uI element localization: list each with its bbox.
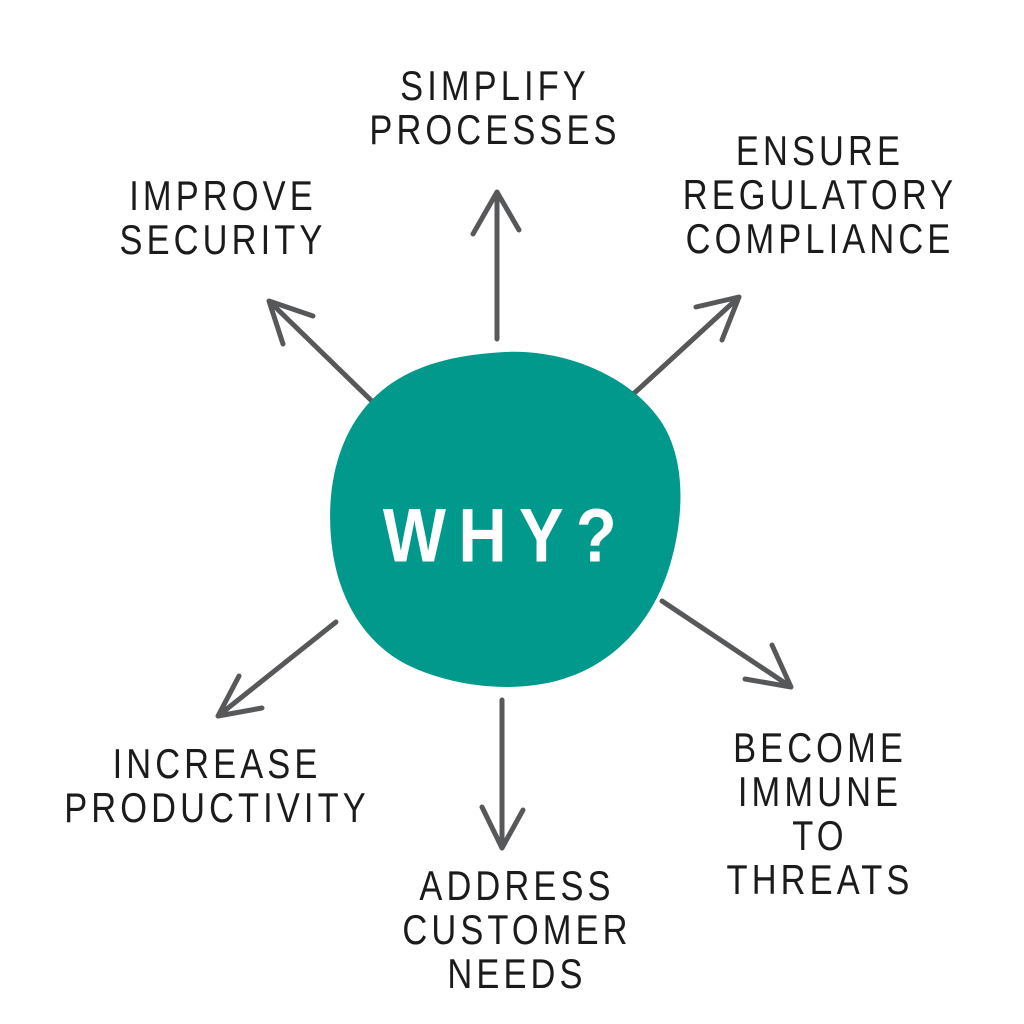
arrow-to-address-customer-needs: [479, 697, 526, 851]
arrow-to-increase-productivity: [215, 619, 339, 719]
center-question-label: WHY?: [382, 493, 630, 579]
arrow-to-become-immune-to-threats: [659, 598, 794, 690]
node-label-increase-productivity: INCREASE PRODUCTIVITY: [64, 740, 370, 831]
arrow-to-simplify-processes: [470, 189, 522, 342]
arrow-to-ensure-regulatory-compliance: [626, 294, 742, 401]
node-label-improve-security: IMPROVE SECURITY: [119, 172, 327, 263]
arrow-group: [215, 189, 794, 851]
node-label-simplify-processes: SIMPLIFY PROCESSES: [369, 62, 621, 153]
node-label-ensure-regulatory-compliance: ENSURE REGULATORY COMPLIANCE: [682, 127, 958, 262]
node-label-address-customer-needs: ADDRESS CUSTOMER NEEDS: [402, 862, 632, 997]
center-blob: [330, 351, 681, 687]
arrow-to-improve-security: [266, 298, 381, 410]
node-label-become-immune-to-threats: BECOME IMMUNE TO THREATS: [726, 724, 914, 903]
